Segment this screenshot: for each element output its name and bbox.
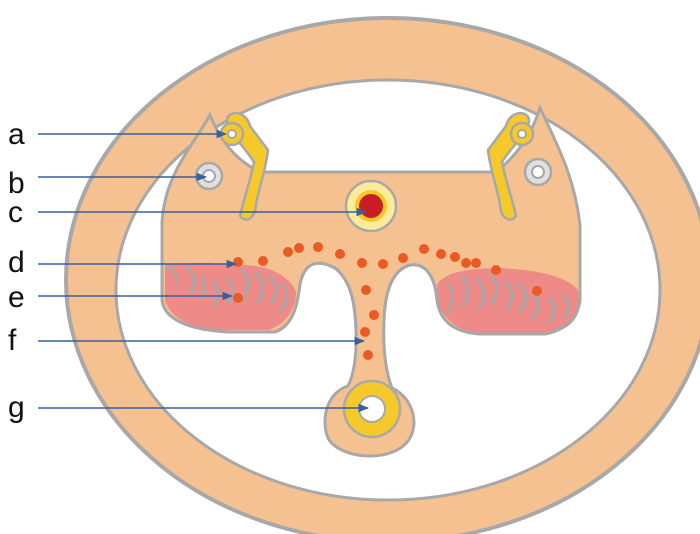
label-e: e — [8, 281, 25, 314]
label-f: f — [8, 324, 17, 357]
label-g: g — [8, 391, 25, 424]
villus-region-right — [437, 268, 580, 334]
gut-tube — [344, 381, 400, 437]
vessel-left — [196, 163, 222, 189]
central-vessel — [346, 181, 396, 231]
label-a: a — [8, 118, 25, 151]
vessel-right — [525, 159, 551, 185]
label-d: d — [8, 246, 25, 279]
label-c: c — [8, 196, 23, 229]
